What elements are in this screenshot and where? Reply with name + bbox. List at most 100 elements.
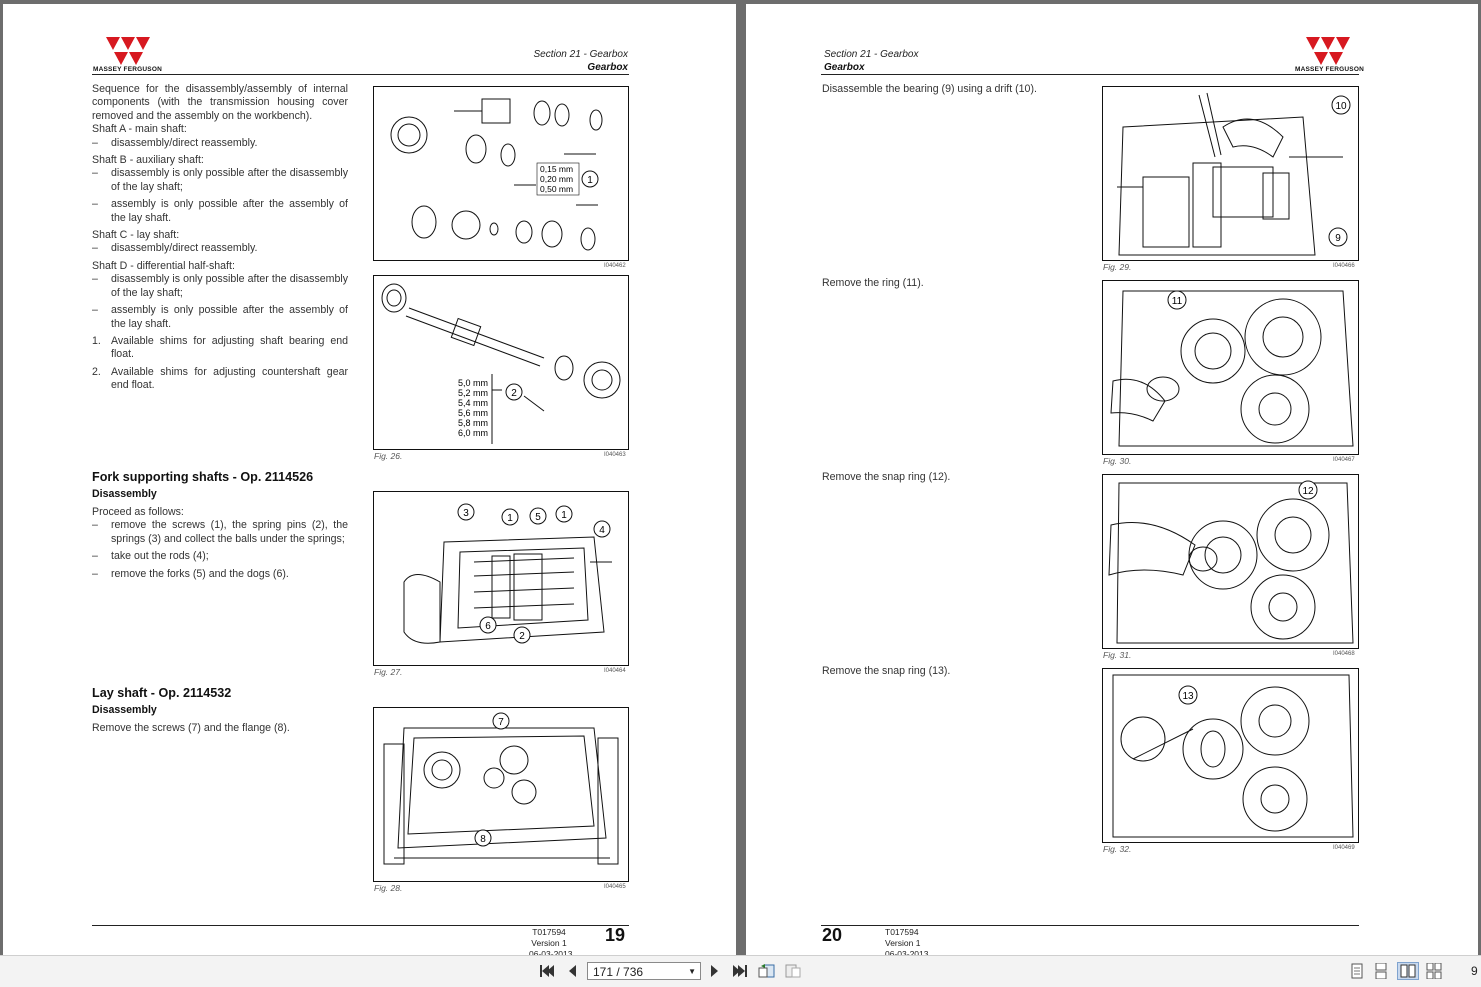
shim-value: 0,20 mm — [540, 174, 573, 184]
figure-caption: Fig. 31. — [1103, 650, 1132, 660]
two-page-continuous-icon[interactable] — [1425, 962, 1443, 980]
header-subsection: Gearbox — [587, 62, 628, 73]
shim-value: 5,2 mm — [458, 388, 488, 398]
figure-drawing: 2 5,0 mm 5,2 mm 5,4 mm 5,6 mm 5,8 mm 6,0… — [381, 283, 621, 444]
shaft-d-title: Shaft D - differential half-shaft: — [92, 259, 235, 272]
go-forward-icon[interactable] — [784, 962, 802, 980]
previous-page-icon[interactable] — [563, 962, 581, 980]
page-number-input[interactable]: 171 / 736 ▼ — [587, 962, 701, 980]
shaft-c-title: Shaft C - lay shaft: — [92, 229, 180, 242]
viewer-toolbar: 171 / 736 ▼ 9 — [0, 955, 1481, 987]
shim-value: 5,0 mm — [458, 378, 488, 388]
figure-code: I040464 — [604, 668, 626, 674]
next-page-icon[interactable] — [706, 962, 724, 980]
callout-1: 1 — [561, 510, 567, 521]
shim-value: 5,4 mm — [458, 398, 488, 408]
callout-1: 1 — [587, 175, 593, 186]
page-number: 20 — [822, 925, 843, 945]
figure-shaft-exploded-view: 1 0,15 mm 0,20 mm 0,50 mm — [373, 86, 629, 261]
figure-drawing: 10 9 — [1117, 92, 1351, 256]
figure-27-gearbox-forks: 3 1 5 1 4 6 2 — [373, 491, 629, 666]
figure-28-lay-shaft-flange: 7 8 — [373, 707, 629, 882]
figure-drawing: 13 — [1112, 674, 1354, 838]
callout-1: 1 — [507, 513, 513, 524]
two-page-icon[interactable] — [1397, 962, 1419, 980]
lay-shaft-text: Remove the screws (7) and the flange (8)… — [92, 722, 290, 734]
figure-caption: Fig. 28. — [374, 883, 403, 893]
go-back-icon[interactable] — [758, 962, 776, 980]
list-item: –remove the screws (1), the spring pins … — [92, 519, 348, 545]
single-page-icon[interactable] — [1348, 962, 1366, 980]
figure-32-snap-ring-13: 13 — [1102, 668, 1359, 843]
list-item: –take out the rods (4); — [92, 550, 209, 563]
figure-caption: Fig. 30. — [1103, 456, 1132, 466]
figure-caption: Fig. 32. — [1103, 844, 1132, 854]
header-section: Section 21 - Gearbox — [533, 49, 629, 60]
footer-rule — [92, 925, 629, 926]
figure-26-main-shaft: 2 5,0 mm 5,2 mm 5,4 mm 5,6 mm 5,8 mm 6,0… — [373, 275, 629, 450]
last-page-icon[interactable] — [731, 962, 749, 980]
figure-30-ring-removal: 11 — [1102, 280, 1359, 455]
callout-6: 6 — [485, 621, 491, 632]
figure-caption: Fig. 29. — [1103, 262, 1132, 272]
list-item: –disassembly/direct reassembly. — [92, 136, 258, 149]
shim-value: 0,15 mm — [540, 164, 573, 174]
figure-code: I040469 — [1333, 845, 1355, 851]
brand-name: MASSEY FERGUSON — [1295, 66, 1364, 73]
callout-2: 2 — [511, 388, 517, 399]
shim-value: 5,8 mm — [458, 418, 488, 428]
footer-doc-info: T017594 Version 1 06-03-2013 — [529, 927, 573, 955]
figure-code: I040468 — [1333, 651, 1355, 657]
figure-drawing: 11 — [1110, 290, 1354, 447]
step-text: Remove the snap ring (13). — [822, 665, 951, 677]
section-subheading: Disassembly — [92, 488, 157, 500]
figure-code: I040462 — [604, 263, 626, 269]
header-rule — [92, 74, 629, 75]
chevron-down-icon[interactable]: ▼ — [688, 967, 696, 976]
first-page-icon[interactable] — [538, 962, 556, 980]
step-text: Disassemble the bearing (9) using a drif… — [822, 83, 1037, 95]
continuous-page-icon[interactable] — [1372, 962, 1390, 980]
figure-caption: Fig. 27. — [374, 667, 403, 677]
figure-code: I040466 — [1333, 263, 1355, 269]
header-rule — [821, 74, 1359, 75]
callout-11: 11 — [1172, 296, 1183, 307]
header-subsection: Gearbox — [824, 62, 865, 73]
callout-13: 13 — [1182, 691, 1194, 702]
step-text: Remove the snap ring (12). — [822, 471, 951, 483]
figure-drawing: 7 8 — [383, 712, 619, 865]
zoom-level[interactable]: 9 — [1471, 964, 1478, 978]
step-text: Remove the ring (11). — [822, 277, 924, 289]
massey-ferguson-logo — [106, 37, 150, 65]
footer-rule — [821, 925, 1359, 926]
figure-code: I040465 — [604, 884, 626, 890]
figure-drawing: 3 1 5 1 4 6 2 — [403, 503, 612, 644]
list-item: –assembly is only possible after the ass… — [92, 198, 348, 224]
document-page-19: MASSEY FERGUSON Section 21 - Gearbox Gea… — [3, 4, 736, 955]
note-item: 2.Available shims for adjusting counters… — [92, 365, 348, 392]
shaft-a-title: Shaft A - main shaft: — [92, 123, 187, 136]
shim-value: 6,0 mm — [458, 428, 488, 438]
callout-7: 7 — [498, 717, 504, 728]
shim-value: 5,6 mm — [458, 408, 488, 418]
shim-value: 0,50 mm — [540, 184, 573, 194]
intro-text-block: Sequence for the disassembly/assembly of… — [92, 83, 348, 393]
figure-31-snap-ring-12: 12 — [1102, 474, 1359, 649]
list-item: –disassembly/direct reassembly. — [92, 242, 258, 255]
section-heading-fork-shafts: Fork supporting shafts - Op. 2114526 — [92, 470, 314, 484]
list-item: –disassembly is only possible after the … — [92, 273, 348, 299]
lead-text: Proceed as follows: — [92, 506, 184, 518]
callout-5: 5 — [535, 512, 541, 523]
callout-10: 10 — [1335, 101, 1347, 112]
callout-8: 8 — [480, 834, 486, 845]
callout-3: 3 — [463, 508, 469, 519]
note-item: 1.Available shims for adjusting shaft be… — [92, 334, 348, 361]
fork-text-block: Proceed as follows: –remove the screws (… — [92, 506, 348, 581]
footer-doc-info: T017594 Version 1 06-03-2013 — [885, 927, 929, 955]
callout-9: 9 — [1335, 233, 1341, 244]
brand-name: MASSEY FERGUSON — [93, 66, 162, 73]
figure-code: I040467 — [1333, 457, 1355, 463]
figure-code: I040463 — [604, 452, 626, 458]
document-page-20: Section 21 - Gearbox Gearbox MASSEY FERG… — [746, 4, 1478, 955]
list-item: –remove the forks (5) and the dogs (6). — [92, 567, 289, 580]
